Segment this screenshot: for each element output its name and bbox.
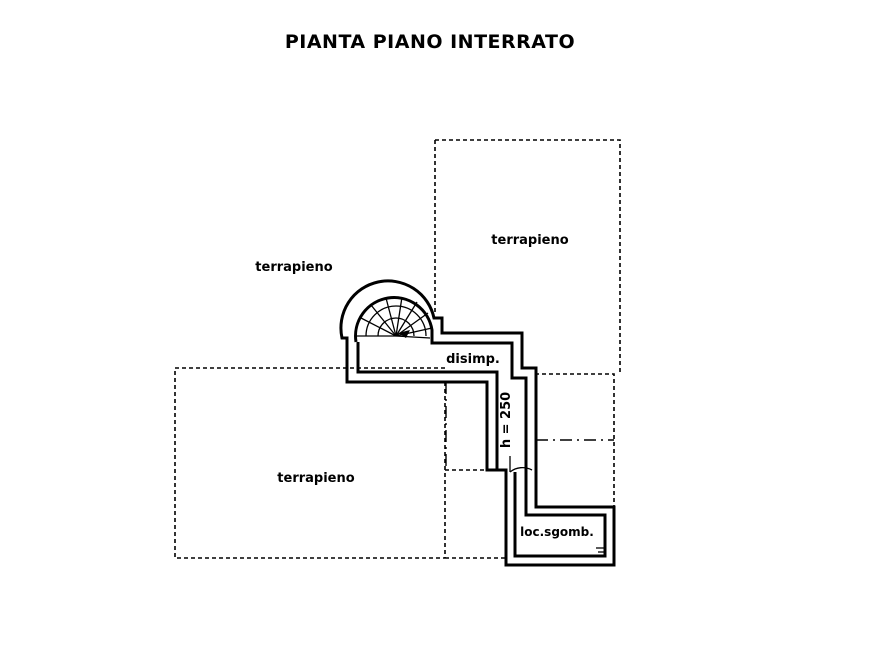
interior-dashed-lines (444, 373, 615, 559)
stair-arc-inner (377, 317, 415, 337)
stair-arc-mid (365, 305, 427, 337)
storage-detail (596, 547, 606, 553)
basement-walls-inner (354, 296, 607, 558)
label-terrapieno-upper-left: terrapieno (255, 260, 332, 275)
terrapieno-upper-right-boundary (434, 139, 621, 372)
label-height: h = 250 (499, 392, 514, 448)
basement-walls-outer (339, 279, 616, 567)
terrapieno-lower-left-boundary (174, 367, 445, 559)
label-disimpegno: disimp. (446, 352, 500, 367)
door-swing (509, 456, 533, 473)
plan-title: PIANTA PIANO INTERRATO (285, 31, 575, 53)
label-terrapieno-lower-left: terrapieno (277, 471, 354, 486)
label-terrapieno-upper-right: terrapieno (491, 233, 568, 248)
label-storage: loc.sgomb. (520, 525, 594, 539)
stair-arrow (398, 330, 410, 338)
spiral-staircase (357, 296, 433, 339)
